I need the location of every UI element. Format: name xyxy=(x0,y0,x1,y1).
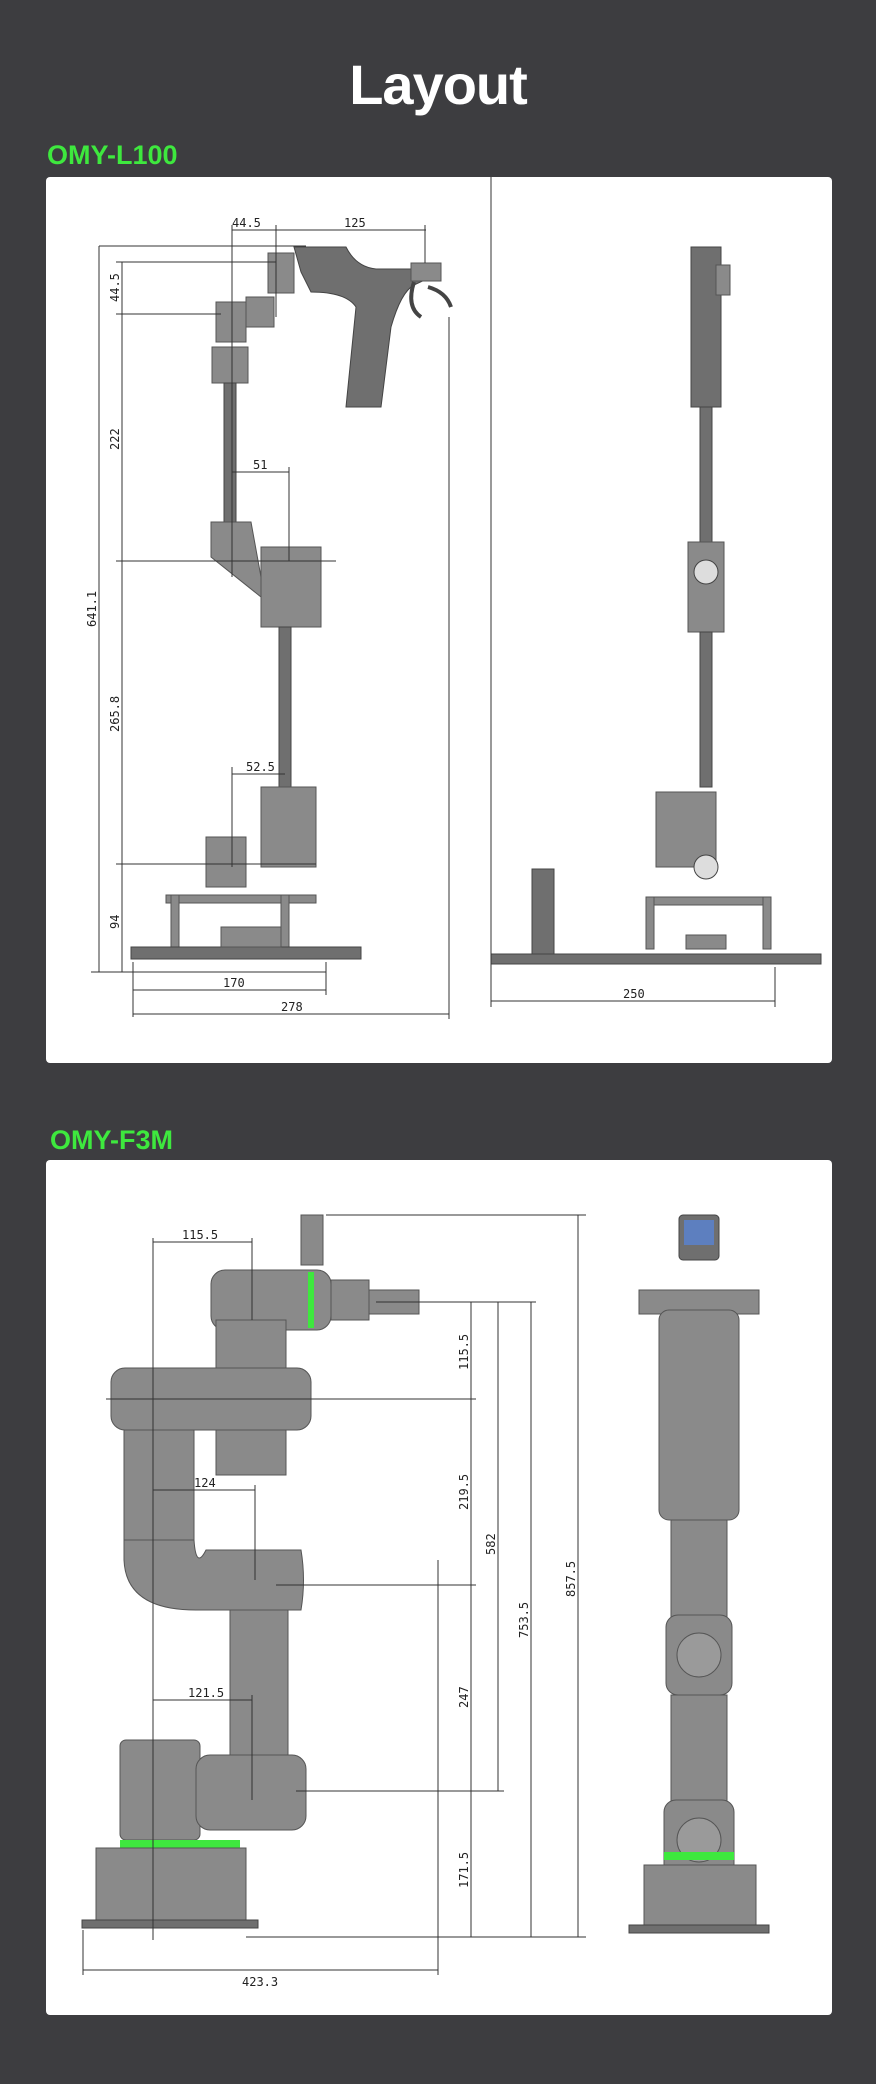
page-title: Layout xyxy=(349,53,528,116)
dim-label: 219.5 xyxy=(457,1474,471,1510)
dimension-lines xyxy=(91,177,776,1019)
dim-label: 171.5 xyxy=(457,1852,471,1888)
dim-label: 51 xyxy=(253,458,267,472)
dim-label: 44.5 xyxy=(232,216,261,230)
dim-label: 247 xyxy=(457,1686,471,1708)
dim-label: 124 xyxy=(194,1476,216,1490)
model-title-omy-l100: OMY-L100 xyxy=(47,140,178,170)
drawing-omy-l100: 44.5 125 641.1 44.5 222 265.8 94 51 52.5… xyxy=(85,177,822,1019)
robot-side-view xyxy=(490,246,822,965)
dim-label: 222 xyxy=(108,428,122,450)
dim-label: 115.5 xyxy=(182,1228,218,1242)
dim-label: 94 xyxy=(108,915,122,929)
dim-label: 278 xyxy=(281,1000,303,1014)
robot-front-view xyxy=(81,1214,420,1929)
dim-label: 857.5 xyxy=(564,1561,578,1597)
dim-label: 125 xyxy=(344,216,366,230)
dim-label: 170 xyxy=(223,976,245,990)
dimension-lines xyxy=(82,1214,586,1975)
layout-drawing-omy-f3m: 115.5 124 121.5 423.3 115.5 219.5 247 17… xyxy=(46,1160,832,2015)
model-title-omy-f3m: OMY-F3M xyxy=(50,1125,174,1155)
dim-label: 115.5 xyxy=(457,1334,471,1370)
dim-label: 753.5 xyxy=(517,1602,531,1638)
dim-label: 265.8 xyxy=(108,696,122,732)
dim-label: 44.5 xyxy=(108,273,122,302)
robot-front-view xyxy=(130,246,453,960)
dim-label: 423.3 xyxy=(242,1975,278,1989)
dim-label: 582 xyxy=(484,1533,498,1555)
drawing-omy-f3m: 115.5 124 121.5 423.3 115.5 219.5 247 17… xyxy=(81,1214,770,1989)
robot-side-view xyxy=(628,1214,770,1934)
dim-label: 250 xyxy=(623,987,645,1001)
layout-drawing-omy-l100: 44.5 125 641.1 44.5 222 265.8 94 51 52.5… xyxy=(46,177,832,1063)
dim-label: 52.5 xyxy=(246,760,275,774)
dim-label: 641.1 xyxy=(85,591,99,627)
dim-label: 121.5 xyxy=(188,1686,224,1700)
